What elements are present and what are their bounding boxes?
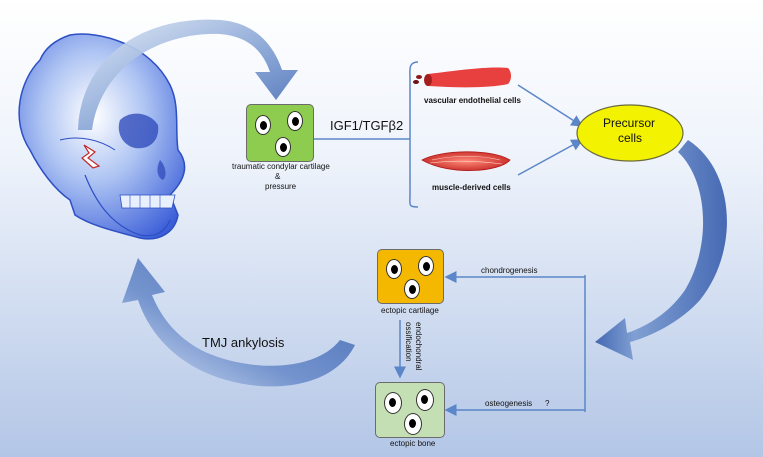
- cell: [418, 256, 434, 276]
- cartilage-label-line3: pressure: [265, 182, 297, 191]
- vessel-icon: [413, 67, 511, 88]
- traumatic-cartilage-box: [246, 104, 314, 162]
- signal-label: IGF1/TGFβ2: [330, 118, 404, 133]
- arrow-skull-to-cartilage: [78, 19, 298, 130]
- ectopic-bone-label: ectopic bone: [390, 439, 436, 448]
- osteogenesis-label: osteogenesis: [485, 399, 533, 408]
- cartilage-label-line1: traumatic condylar cartilage: [232, 162, 330, 171]
- fracture-icon: [81, 144, 101, 169]
- precursor-label-line1: Precursor: [603, 116, 656, 130]
- muscle-icon: [421, 151, 511, 171]
- cell: [416, 389, 434, 411]
- ectopic-cartilage-box: [377, 249, 444, 304]
- cell: [287, 111, 303, 131]
- cell: [386, 259, 402, 279]
- ossification-label: ossification: [404, 322, 413, 362]
- cell: [404, 279, 420, 299]
- vascular-label: vascular endothelial cells: [424, 96, 521, 105]
- ectopic-cartilage-label: ectopic cartilage: [381, 306, 439, 315]
- arrow-ankylosis-to-skull: [122, 258, 355, 387]
- cell: [384, 392, 402, 414]
- ectopic-bone-box: [375, 382, 445, 438]
- skull-image: [18, 33, 186, 240]
- cell: [255, 115, 271, 135]
- osteogenesis-question: ?: [545, 399, 550, 408]
- tmj-label: TMJ ankylosis: [202, 335, 285, 350]
- cell: [404, 413, 422, 435]
- cell: [275, 137, 291, 157]
- muscle-label: muscle-derived cells: [432, 183, 511, 192]
- precursor-node: [576, 104, 684, 162]
- cartilage-label-line2: &: [275, 172, 281, 181]
- arrow-precursor-to-ectopic: [595, 140, 727, 360]
- endochondral-label: endochondral: [414, 322, 423, 371]
- precursor-label-line2: cells: [618, 131, 643, 145]
- chondrogenesis-label: chondrogenesis: [481, 266, 538, 275]
